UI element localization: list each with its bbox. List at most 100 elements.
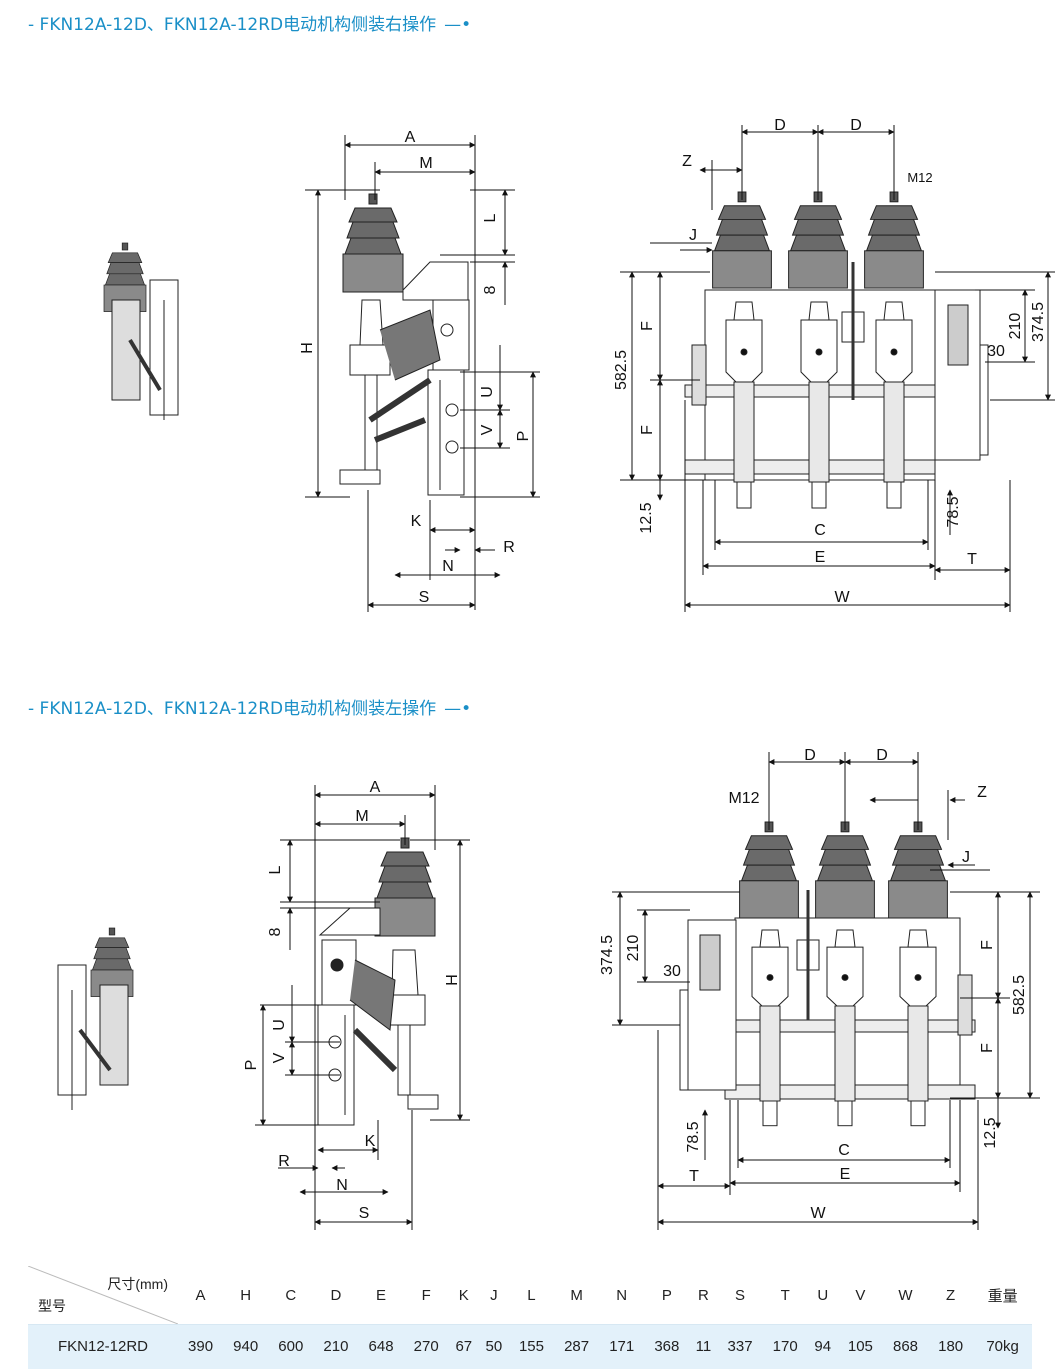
dim-label-A: A — [370, 779, 381, 796]
dim-label-H: H — [299, 342, 316, 354]
column-header: J — [490, 1286, 498, 1304]
dim-label-F: F — [979, 1043, 996, 1053]
dim-label-V: V — [479, 424, 496, 435]
front-view-left — [679, 821, 976, 1127]
column-header: A — [195, 1286, 206, 1304]
table-cell: 337 — [717, 1324, 763, 1369]
dim-label-Z: Z — [682, 153, 692, 170]
table-cell: 155 — [508, 1324, 555, 1369]
dim-label-Z: Z — [977, 784, 987, 801]
dim-label-E: E — [815, 549, 826, 566]
column-header: M — [570, 1286, 583, 1304]
arrow-dot-icon: —• — [444, 699, 472, 719]
dim-label-12: 12.5 — [638, 502, 655, 533]
dim-label-P: P — [515, 431, 532, 442]
technical-drawing: A M H L 8 U V P K R N S — [57, 117, 1055, 1230]
column-header: 重量 — [987, 1287, 1018, 1305]
column-header: V — [855, 1286, 866, 1304]
dim-label-F: F — [639, 425, 656, 435]
dim-label-K: K — [365, 1133, 376, 1150]
table-cell: 210 — [313, 1324, 359, 1369]
dim-label-D: D — [804, 747, 816, 764]
dim-label-K: K — [411, 513, 422, 530]
dim-label-M12: M12 — [728, 790, 759, 807]
table-cell: 105 — [837, 1324, 883, 1369]
main-side-view-right — [339, 193, 470, 496]
dim-label-210: 210 — [1007, 313, 1024, 340]
table-cell: 368 — [644, 1324, 690, 1369]
table-cell: 287 — [554, 1324, 600, 1369]
dim-label-S: S — [359, 1205, 370, 1222]
front-view-right — [684, 191, 989, 509]
column-header: R — [698, 1286, 709, 1304]
dim-label-J: J — [689, 227, 697, 244]
dim-label-30: 30 — [987, 343, 1005, 360]
small-side-view-right — [103, 242, 179, 420]
column-header: D — [330, 1286, 342, 1304]
table-corner-cell: 尺寸(mm) 型号 — [28, 1266, 178, 1325]
table-cell: 390 — [178, 1324, 224, 1369]
column-header: P — [661, 1286, 672, 1304]
column-header: N — [616, 1286, 628, 1304]
table-cell: 180 — [928, 1324, 974, 1369]
header-dimension-label: 尺寸(mm) — [107, 1276, 168, 1292]
column-header: K — [458, 1286, 469, 1304]
dim-label-J: J — [962, 849, 970, 866]
dim-label-M: M — [355, 808, 368, 825]
dim-label-30: 30 — [663, 963, 681, 980]
dim-label-U: U — [479, 386, 496, 398]
dim-label-F: F — [639, 321, 656, 331]
model-cell: FKN12-12RD — [28, 1324, 178, 1369]
dim-label-210: 210 — [625, 935, 642, 962]
table-cell: 171 — [599, 1324, 645, 1369]
column-header: Z — [946, 1286, 956, 1304]
table-cell: 648 — [358, 1324, 404, 1369]
table-cell: 11 — [689, 1324, 718, 1369]
table-cell: 868 — [882, 1324, 929, 1369]
column-header: E — [376, 1286, 387, 1304]
dim-label-T: T — [967, 551, 977, 568]
column-header: L — [527, 1286, 536, 1304]
table-cell: 70kg — [973, 1324, 1032, 1369]
spec-table: 尺寸(mm) 型号 A H C D E F K J L M N P R S T … — [28, 1266, 1032, 1369]
dim-label-W: W — [834, 589, 850, 606]
dim-label-C: C — [838, 1142, 850, 1159]
dim-label-W: W — [810, 1205, 826, 1222]
main-side-view-left — [317, 837, 439, 1126]
dim-label-12: 12.5 — [982, 1117, 999, 1148]
table-cell: 67 — [448, 1324, 479, 1369]
dim-label-L: L — [267, 865, 284, 874]
section-title-right: - FKN12A-12D、FKN12A-12RD电动机构侧装右操作—• — [28, 10, 471, 35]
dim-label-R: R — [278, 1153, 290, 1170]
column-header: W — [898, 1286, 913, 1304]
dim-label-P: P — [243, 1060, 260, 1071]
column-header: H — [240, 1286, 252, 1304]
dim-label-M: M — [419, 155, 432, 172]
column-header: U — [817, 1286, 829, 1304]
table-cell: 50 — [478, 1324, 509, 1369]
dim-label-N: N — [336, 1177, 348, 1194]
section-title-text: - FKN12A-12D、FKN12A-12RD电动机构侧装右操作 — [28, 15, 437, 35]
table-cell: 270 — [403, 1324, 449, 1369]
table-cell: 170 — [762, 1324, 808, 1369]
column-header: C — [285, 1286, 297, 1304]
small-side-view-left — [57, 927, 134, 1110]
dim-label-E: E — [840, 1166, 851, 1183]
header-model-label: 型号 — [38, 1298, 66, 1314]
dim-label-D: D — [850, 117, 862, 134]
dim-label-U: U — [271, 1019, 288, 1031]
dim-label-V: V — [271, 1052, 288, 1063]
dim-label-M12: M12 — [907, 170, 932, 185]
dim-label-582: 582.5 — [1011, 975, 1028, 1015]
dim-label-582: 582.5 — [613, 350, 630, 390]
column-header: F — [421, 1286, 431, 1304]
dim-label-T: T — [689, 1168, 699, 1185]
dim-label-S: S — [419, 589, 430, 606]
table-row: FKN12-12RD 390 940 600 210 648 270 67 50… — [28, 1324, 1032, 1369]
table-cell: 94 — [807, 1324, 838, 1369]
dim-label-78: 78.5 — [685, 1121, 702, 1152]
dim-label-8: 8 — [267, 927, 284, 936]
dim-label-R: R — [503, 539, 515, 556]
section-title-text: - FKN12A-12D、FKN12A-12RD电动机构侧装左操作 — [28, 699, 437, 719]
dim-label-H: H — [444, 974, 461, 986]
